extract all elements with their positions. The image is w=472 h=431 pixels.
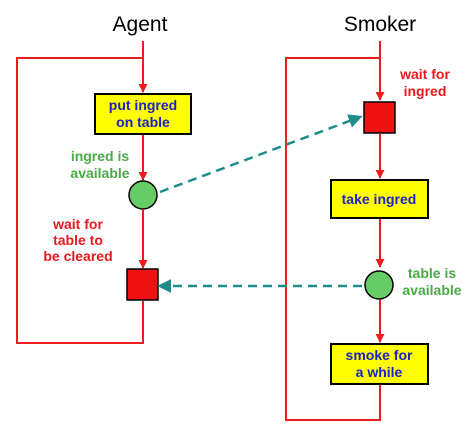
agent-title: Agent (113, 13, 168, 36)
wait-ingred-label-1: wait for (399, 66, 450, 82)
smoke-line-1: smoke for (346, 347, 413, 363)
wait-table-label-3: be cleared (43, 248, 112, 264)
ingred-available-circle (128, 180, 158, 210)
ingred-available-label-2: available (70, 165, 129, 181)
wait-ingred-square (363, 101, 396, 134)
wait-ingred-label-2: ingred (404, 83, 447, 99)
table-available-label-2: available (402, 282, 461, 298)
table-available-label-1: table is (408, 265, 456, 281)
smoke-box: smoke for a while (330, 343, 429, 385)
agent-loop-line (16, 57, 144, 344)
wait-table-label-1: wait for (52, 216, 103, 232)
smoker-flow (285, 41, 385, 421)
ingred-available-label-1: ingred is (71, 148, 130, 164)
signal-ingred-available-arrow (159, 114, 363, 194)
smoker-title: Smoker (344, 13, 416, 36)
wait-table-square (126, 268, 159, 301)
take-ingred-line-1: take ingred (342, 191, 417, 207)
smoker-loop-line (285, 57, 381, 421)
put-ingred-line-2: on table (116, 114, 170, 130)
agent-flow (16, 41, 148, 344)
smoke-line-2: a while (356, 364, 403, 380)
table-available-circle (364, 270, 394, 300)
wait-table-label-2: table to (53, 232, 103, 248)
take-ingred-box: take ingred (330, 179, 429, 219)
put-ingred-box: put ingred on table (94, 93, 192, 135)
put-ingred-line-1: put ingred (109, 97, 177, 113)
